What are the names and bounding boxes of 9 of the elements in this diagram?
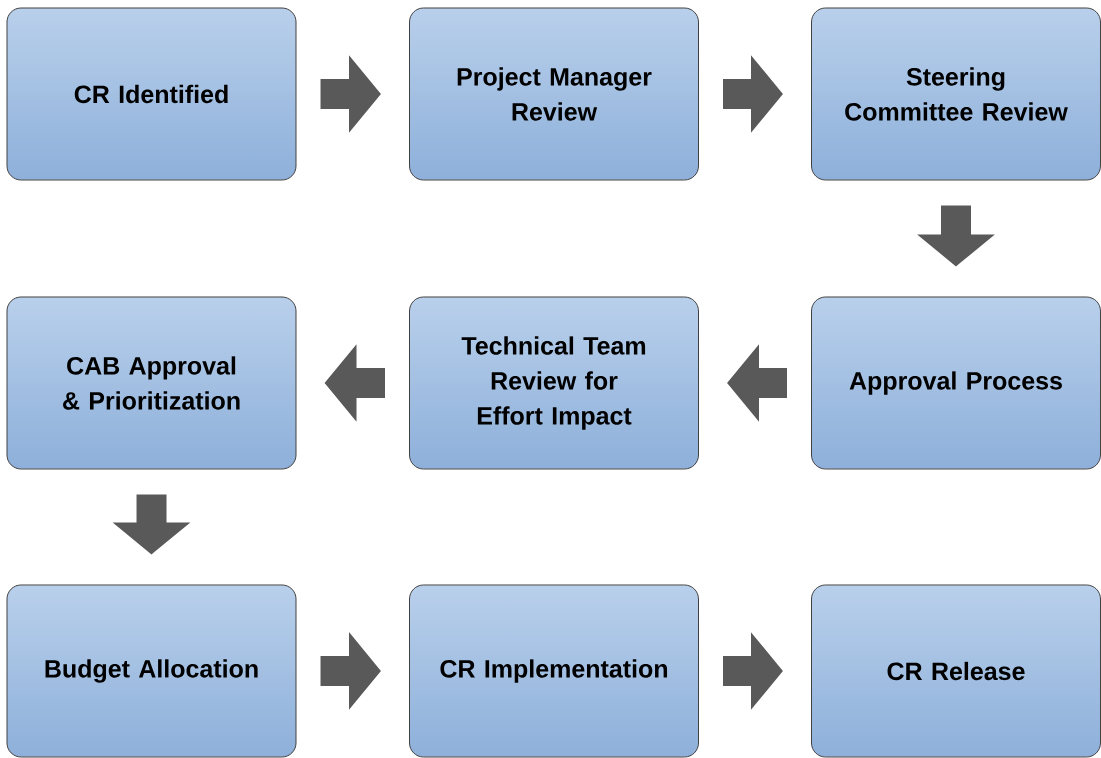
process-box: CAB Approval & Prioritization: [6, 296, 297, 470]
process-box: CR Release: [811, 584, 1101, 758]
process-box: Technical Team Review for Effort Impact: [409, 296, 699, 470]
process-box: CR Implementation: [409, 584, 699, 758]
process-box: Approval Process: [811, 296, 1101, 470]
process-box: Budget Allocation: [6, 584, 297, 758]
process-box: Project Manager Review: [409, 7, 699, 181]
process-box: Steering Committee Review: [811, 7, 1101, 181]
process-box: CR Identified: [6, 7, 297, 181]
